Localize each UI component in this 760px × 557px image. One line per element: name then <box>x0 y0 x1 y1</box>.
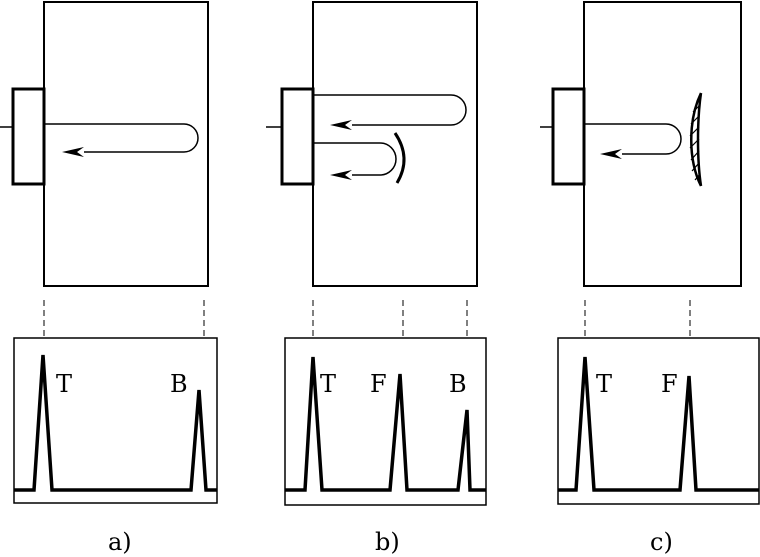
probe-a <box>11 87 46 186</box>
peak-label-B-b: B <box>449 370 467 398</box>
echo-trace-b <box>285 356 486 492</box>
peak-label-B-a: B <box>170 370 188 398</box>
sound-path-c <box>584 123 682 159</box>
echo-trace-a <box>14 354 217 492</box>
caption-c: c) <box>650 528 673 556</box>
specimen-a <box>43 1 209 287</box>
panel-c: T F c) <box>540 1 760 556</box>
panel-b: T F B b) <box>266 1 487 556</box>
peak-label-F-b: F <box>370 370 387 398</box>
peak-label-T-a: T <box>56 370 72 398</box>
specimen-c <box>583 1 742 287</box>
flaw-c <box>689 92 703 187</box>
screen-b <box>284 337 487 506</box>
sound-path-b-flaw <box>313 142 397 180</box>
specimen-block-b <box>266 1 478 287</box>
flaw-c-hatch <box>690 115 700 125</box>
flaw-c-hatch <box>692 105 700 113</box>
sound-path-a <box>44 123 199 157</box>
caption-a: a) <box>108 528 132 556</box>
flaw-b <box>393 132 406 184</box>
peak-label-F-c: F <box>661 370 678 398</box>
flaw-c-hatch <box>689 126 700 137</box>
screen-c <box>557 337 760 505</box>
panel-a: T B a) <box>0 1 218 556</box>
probe-c <box>551 87 586 186</box>
specimen-block-c <box>540 1 742 287</box>
specimen-b <box>312 1 478 287</box>
flaw-c-hatch <box>689 138 700 149</box>
echo-trace-c <box>558 356 759 492</box>
peak-label-T-b: T <box>320 370 336 398</box>
flaw-c-hatch <box>691 162 700 172</box>
probe-b <box>280 87 315 186</box>
screen-a <box>13 337 218 504</box>
flaw-c-hatch <box>694 173 701 181</box>
a-scan-display-b: T F B <box>284 337 487 506</box>
peak-label-T-c: T <box>596 370 612 398</box>
specimen-block-a <box>0 1 209 287</box>
flaw-c-hatch <box>690 150 700 161</box>
flaw-c-outline <box>690 92 703 187</box>
a-scan-display-c: T F <box>557 337 760 505</box>
caption-b: b) <box>375 528 400 556</box>
sound-path-b-back <box>313 94 467 130</box>
a-scan-display-a: T B <box>13 337 218 504</box>
